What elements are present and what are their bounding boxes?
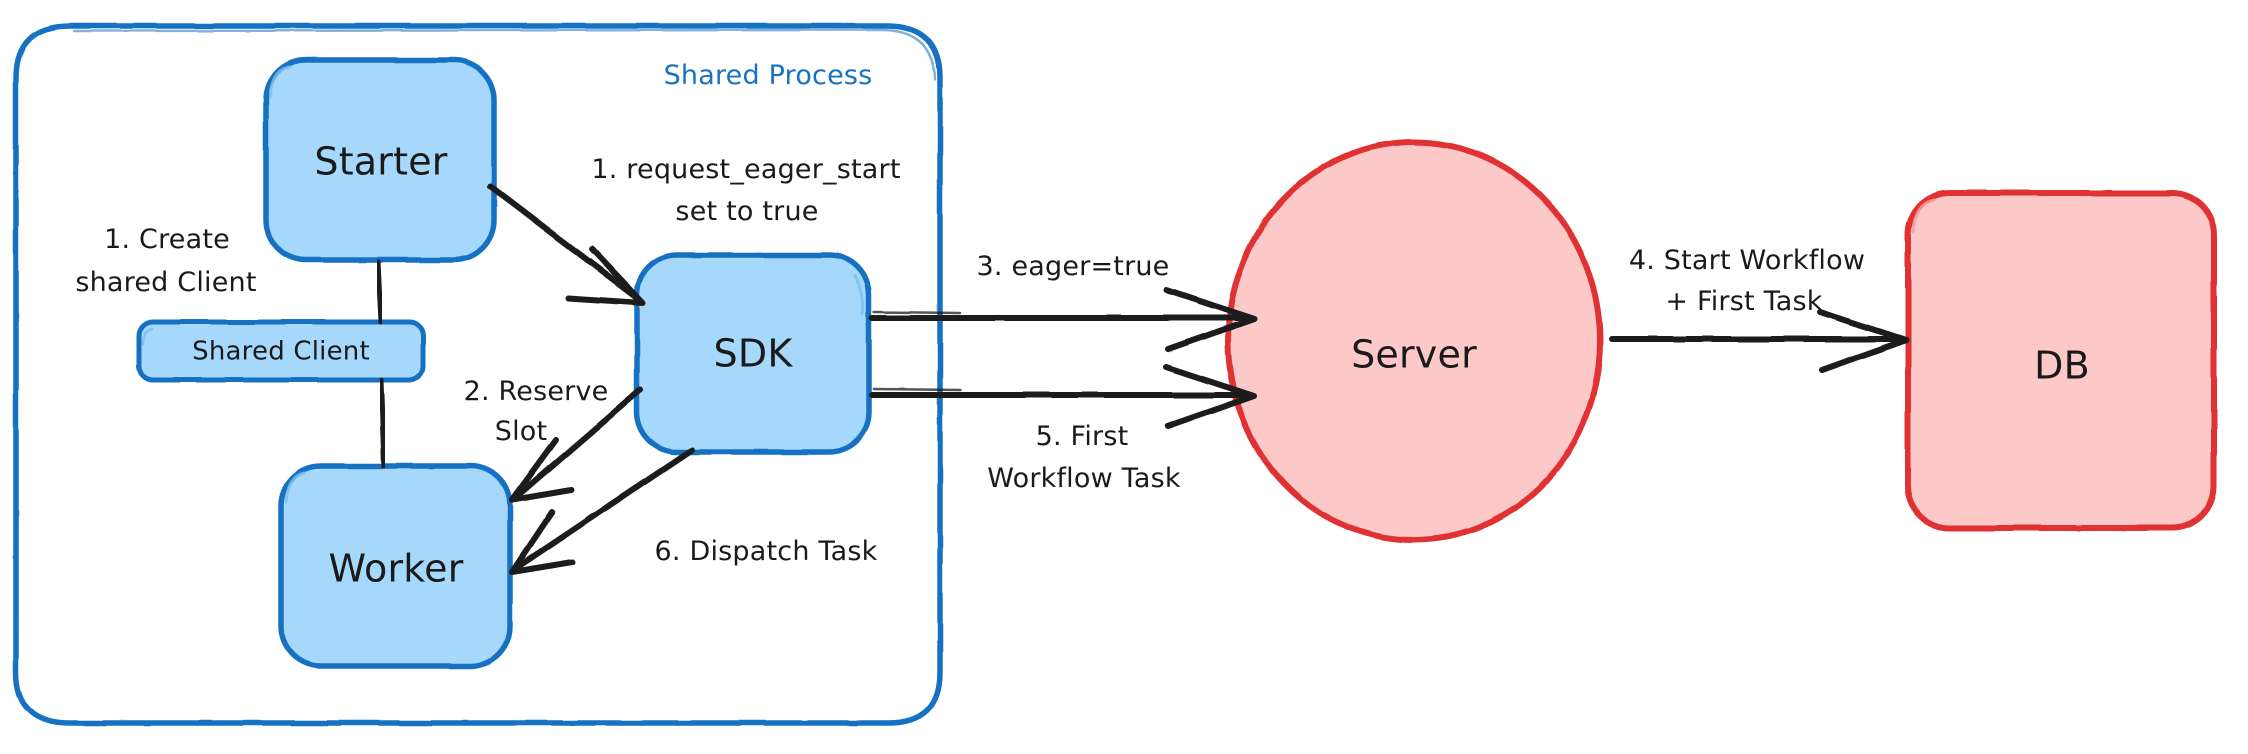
edge-label-request-eager-start-line1: 1. request_eager_start	[591, 154, 901, 186]
node-worker[interactable]	[278, 463, 513, 669]
edge-starter-shared-client	[375, 259, 384, 325]
node-server[interactable]	[1225, 139, 1603, 543]
node-db[interactable]	[1905, 190, 2217, 531]
edge-label-eager-true: 3. eager=true	[976, 251, 1170, 283]
edge-label-request-eager-start-line2: set to true	[675, 196, 819, 228]
edge-label-dispatch-task: 6. Dispatch Task	[654, 536, 878, 568]
group-shared-process	[13, 23, 943, 726]
node-starter[interactable]	[263, 57, 497, 263]
edge-shared-client-worker	[378, 377, 387, 469]
edge-first-workflow-task-arrow	[869, 364, 1257, 429]
edge-label-reserve-slot-line2: Slot	[494, 416, 548, 448]
edge-label-reserve-slot-line1: 2. Reserve	[463, 376, 609, 408]
node-shared-client[interactable]	[136, 319, 426, 383]
edge-label-first-workflow-task-line2: Workflow Task	[987, 463, 1181, 495]
node-label-worker: Worker	[328, 546, 464, 591]
edge-eager-true-arrow	[869, 287, 1257, 352]
node-label-db: DB	[2034, 343, 2090, 388]
edge-request-eager-start-arrow	[487, 183, 646, 306]
edge-start-workflow-arrow	[1609, 309, 1909, 373]
edge-reserve-slot-arrow	[509, 387, 643, 503]
group-label-shared-process: Shared Process	[663, 60, 873, 92]
edge-label-start-workflow-line2: + First Task	[1665, 286, 1823, 318]
edge-dispatch-task-arrow	[509, 447, 695, 575]
edge-label-create-shared-client-line1: 1. Create	[104, 224, 230, 256]
node-sdk[interactable]	[634, 252, 872, 455]
node-label-server: Server	[1351, 332, 1477, 377]
node-label-starter: Starter	[314, 139, 448, 184]
node-label-shared-client: Shared Client	[192, 336, 370, 367]
edge-label-start-workflow-line1: 4. Start Workflow	[1628, 245, 1866, 277]
edge-label-create-shared-client-line2: shared Client	[75, 267, 257, 299]
node-label-sdk: SDK	[713, 331, 793, 376]
edge-label-first-workflow-task-line1: 5. First	[1035, 421, 1129, 453]
